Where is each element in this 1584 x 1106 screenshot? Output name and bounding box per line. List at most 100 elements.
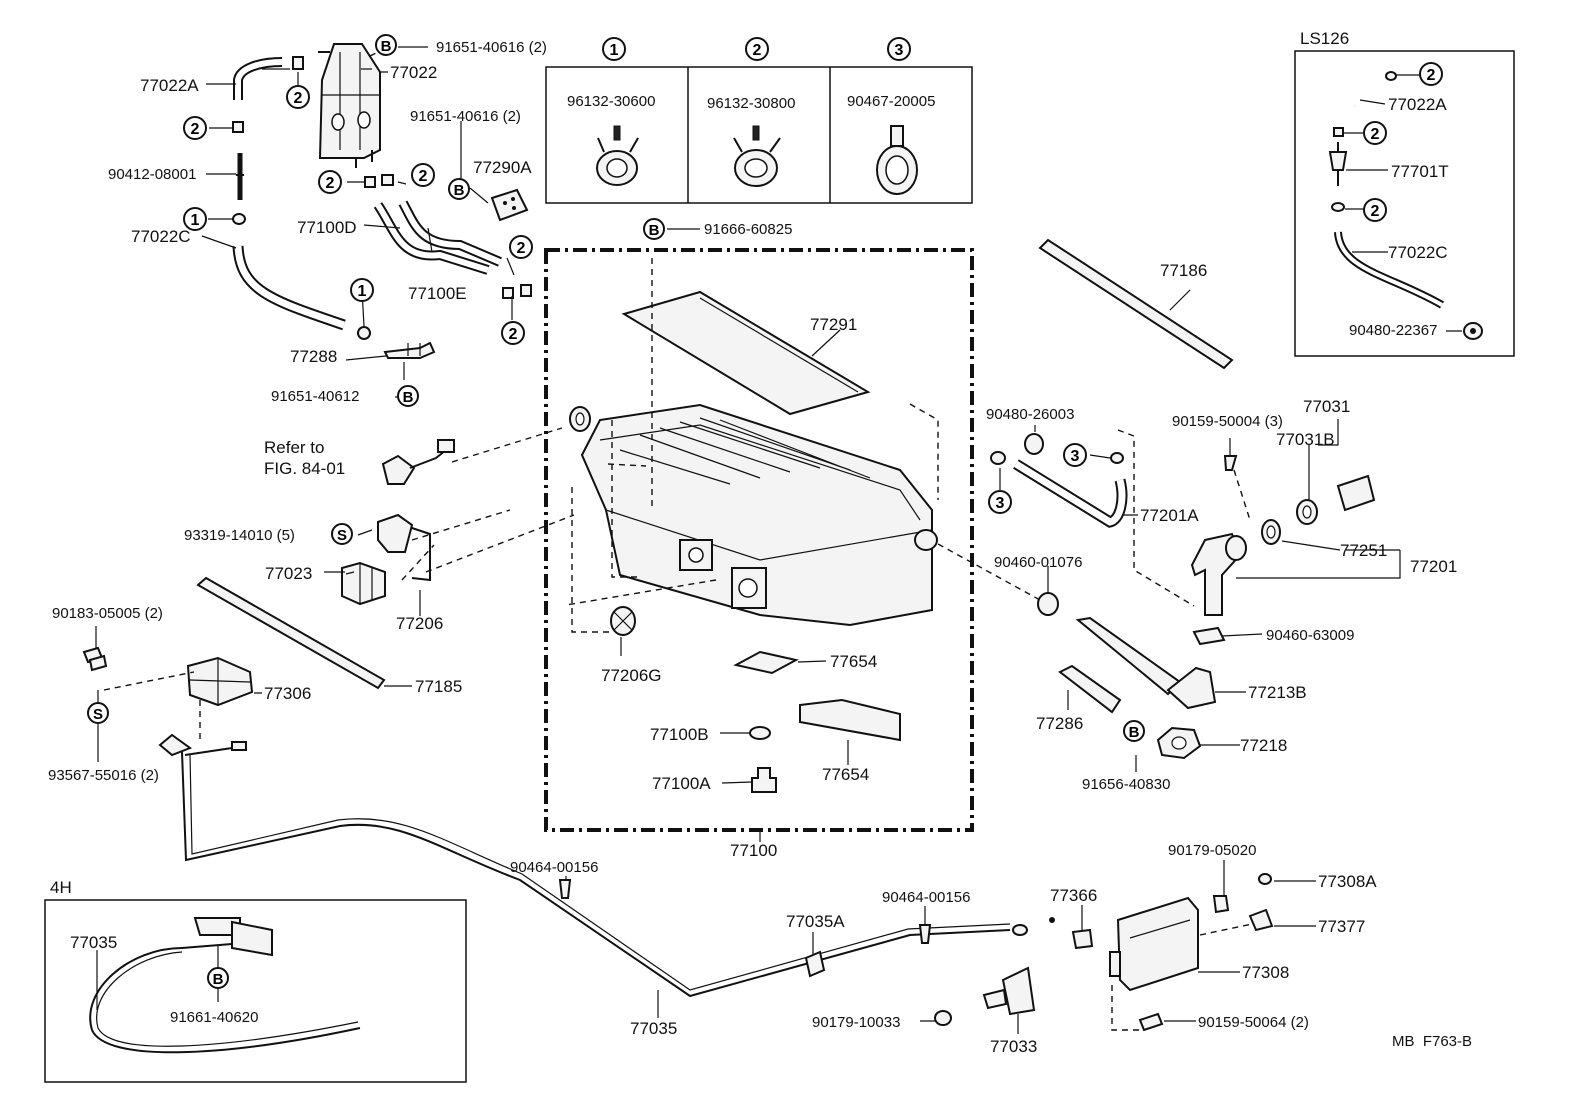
legend-part-3: 90467-20005	[847, 93, 935, 110]
label-77308: 77308	[1242, 963, 1289, 982]
cable-and-door-parts	[158, 733, 1316, 1034]
label-91651-40616-mid: 91651-40616 (2)	[410, 108, 521, 125]
svg-text:1: 1	[358, 283, 367, 300]
svg-text:2: 2	[326, 175, 335, 192]
svg-text:2: 2	[753, 42, 762, 59]
label-77654-b: 77654	[822, 765, 869, 784]
svg-text:3: 3	[1071, 448, 1080, 465]
label-90159-50064: 90159-50064 (2)	[1198, 1014, 1309, 1031]
label-77033: 77033	[990, 1037, 1037, 1056]
labels-tank: 91666-60825 77291 77206G 77654 77654 771…	[601, 221, 877, 860]
label-77022C: 77022C	[131, 227, 191, 246]
inset-ls126-title: LS126	[1300, 29, 1349, 48]
label-93319-14010: 93319-14010 (5)	[184, 527, 295, 544]
svg-text:B: B	[403, 389, 414, 406]
label-77031B: 77031B	[1276, 430, 1335, 449]
svg-text:B: B	[213, 971, 224, 988]
labels-bottom: 90464-00156 90464-00156 77035A 77366 901…	[510, 842, 1472, 1056]
label-91656-40830: 91656-40830	[1082, 776, 1170, 793]
svg-text:2: 2	[294, 90, 303, 107]
svg-text:3: 3	[996, 495, 1005, 512]
svg-text:2: 2	[1371, 126, 1380, 143]
fuel-tank-assembly: B	[425, 218, 1041, 842]
label-90159-50004: 90159-50004 (3)	[1172, 413, 1283, 430]
label-refer-to: Refer to	[264, 438, 324, 457]
labels-left-middle: Refer to FIG. 84-01 93319-14010 (5) 7702…	[48, 438, 462, 784]
label-77023: 77023	[265, 564, 312, 583]
svg-text:2: 2	[1427, 67, 1436, 84]
svg-text:2: 2	[1371, 203, 1380, 220]
label-refer-fig: FIG. 84-01	[264, 459, 345, 478]
label-77286: 77286	[1036, 714, 1083, 733]
svg-text:1: 1	[191, 212, 200, 229]
label-77288: 77288	[290, 347, 337, 366]
svg-text:2: 2	[517, 240, 526, 257]
label-77206: 77206	[396, 614, 443, 633]
label-77100B: 77100B	[650, 725, 709, 744]
svg-text:B: B	[1129, 724, 1140, 741]
clamp-type-2-drawing	[733, 125, 781, 187]
left-middle-parts: S S	[82, 439, 511, 762]
inset-4h-part-b: 91661-40620	[170, 1009, 258, 1026]
svg-text:B: B	[381, 38, 392, 55]
clamp-legend: 1 2 3 96132-30600 96132-30800 90467-2000…	[545, 37, 973, 204]
label-91651-40612: 91651-40612	[271, 388, 359, 405]
svg-text:2: 2	[191, 121, 200, 138]
label-77022: 77022	[390, 63, 437, 82]
label-77185: 77185	[415, 677, 462, 696]
label-77377: 77377	[1318, 917, 1365, 936]
inset-4h: 4H 77035 B 91661-40620	[44, 878, 467, 1083]
legend-part-2: 96132-30800	[707, 95, 795, 112]
label-91651-40616-top: 91651-40616 (2)	[436, 39, 547, 56]
svg-text:B: B	[649, 222, 660, 239]
legend-part-1: 96132-30600	[567, 93, 655, 110]
label-77035A: 77035A	[786, 912, 845, 931]
inset-ls126-part-d: 90480-22367	[1349, 322, 1437, 339]
label-77100A: 77100A	[652, 774, 711, 793]
inset-4h-part-a: 77035	[70, 933, 117, 952]
label-77366: 77366	[1050, 886, 1097, 905]
inset-ls126-part-c: 77022C	[1388, 243, 1448, 262]
filler-parts: 3 3 B	[988, 238, 1401, 772]
label-77308A: 77308A	[1318, 872, 1377, 891]
leader-lines-top-left	[201, 46, 515, 398]
label-77290A: 77290A	[473, 158, 532, 177]
label-90179-05020: 90179-05020	[1168, 842, 1256, 859]
label-77251: 77251	[1340, 541, 1387, 560]
legend-marker-3: 3	[887, 37, 911, 61]
label-77100D: 77100D	[297, 218, 357, 237]
svg-text:S: S	[93, 706, 103, 723]
svg-text:1: 1	[610, 42, 619, 59]
legend-marker-2: 2	[745, 37, 769, 61]
svg-text:S: S	[337, 527, 347, 544]
evap-hoses-group	[232, 43, 532, 359]
label-90179-10033: 90179-10033	[812, 1014, 900, 1031]
svg-text:2: 2	[419, 168, 428, 185]
inset-ls126-part-b: 77701T	[1391, 162, 1449, 181]
label-77201: 77201	[1410, 557, 1457, 576]
svg-text:3: 3	[895, 42, 904, 59]
label-77100: 77100	[730, 841, 777, 860]
label-90460-63009: 90460-63009	[1266, 627, 1354, 644]
label-77201A: 77201A	[1140, 506, 1199, 525]
diagram-code: MB F763-B	[1392, 1033, 1472, 1050]
labels-top-left: 77022A 91651-40616 (2) 77022 91651-40616…	[108, 39, 547, 405]
label-90464-00156-b: 90464-00156	[882, 889, 970, 906]
label-77654-a: 77654	[830, 652, 877, 671]
label-90464-00156-a: 90464-00156	[510, 859, 598, 876]
label-93567-55016: 93567-55016 (2)	[48, 767, 159, 784]
label-90412-08001: 90412-08001	[108, 166, 196, 183]
label-90183-05005: 90183-05005 (2)	[52, 605, 163, 622]
label-91666-60825: 91666-60825	[704, 221, 792, 238]
label-77035: 77035	[630, 1019, 677, 1038]
label-77306: 77306	[264, 684, 311, 703]
label-90460-01076: 90460-01076	[994, 554, 1082, 571]
labels-filler: 77186 90480-26003 90159-50004 (3) 77031 …	[986, 261, 1457, 793]
label-77031: 77031	[1303, 397, 1350, 416]
legend-marker-1: 1	[602, 37, 626, 61]
svg-text:2: 2	[509, 326, 518, 343]
markers-top-left: B 2 2 1 2 2 B 2 2 1 B	[183, 34, 533, 407]
label-77213B: 77213B	[1248, 683, 1307, 702]
inset-ls126-part-a: 77022A	[1388, 95, 1447, 114]
